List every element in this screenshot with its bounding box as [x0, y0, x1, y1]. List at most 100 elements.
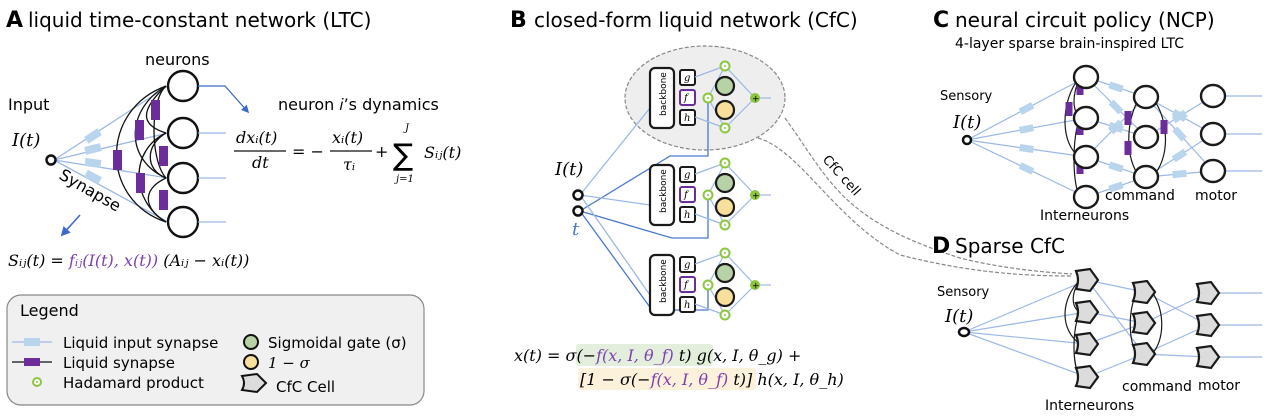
eq1-rest: g(x, I, θ_g) +	[692, 346, 802, 365]
c-input-node	[961, 134, 973, 146]
c-motor-label: motor	[1195, 188, 1237, 204]
input-synapse-icon	[12, 338, 52, 346]
eq1-t: t)	[674, 346, 692, 365]
synapse	[1172, 169, 1187, 179]
head-h-label: h	[684, 113, 690, 124]
cfc-cell-node	[1195, 280, 1221, 306]
legend-item-label: 1 − σ	[268, 354, 311, 372]
head-f-label: f	[683, 280, 690, 291]
eq-yellow-highlight	[578, 368, 756, 390]
sigmoid-gate	[714, 75, 736, 97]
neuron	[1072, 105, 1100, 131]
dynamics-label: neuron 𝑖’s dynamics	[278, 95, 439, 114]
synapse	[1108, 119, 1124, 135]
cfc-cell-node	[1074, 299, 1100, 325]
liquid-synapse	[1124, 141, 1132, 155]
legend-item-label: Sigmoidal gate (σ)	[268, 334, 407, 352]
liquid-synapse	[1124, 111, 1132, 125]
eq-rhs-denominator: τᵢ	[343, 155, 355, 174]
input-synapses	[84, 128, 102, 185]
syn-eq-right: (Aᵢⱼ − xᵢ(t))	[158, 251, 249, 270]
cfc-cell-icon	[240, 372, 268, 394]
d-input-node	[957, 326, 971, 338]
input-synapse	[1019, 144, 1034, 153]
syn-eq-left: Sᵢⱼ(t) =	[8, 251, 69, 270]
input-synapse	[1018, 124, 1035, 134]
sigmoid-gate	[714, 262, 736, 284]
sparse-cfc-network	[963, 267, 1262, 390]
synapse	[1108, 81, 1124, 93]
cell-wire	[694, 65, 756, 129]
backbone-label: backbone	[659, 169, 669, 213]
eq-sum-top: J	[403, 123, 410, 134]
liquid-synapses	[113, 100, 168, 210]
legend-item-label: Liquid input synapse	[63, 334, 218, 352]
cfc-cell-node	[1195, 312, 1221, 338]
head-f	[679, 89, 696, 106]
synapse	[1171, 148, 1188, 163]
sum-node	[750, 190, 760, 200]
eq2-f: f(x, I, θ_f)	[650, 370, 729, 389]
panel-a: A liquid time-constant network (LTC) neu…	[6, 8, 461, 270]
c-command-label: command	[1105, 188, 1175, 204]
head-f	[679, 276, 696, 293]
d-motor-label: motor	[1198, 378, 1240, 394]
syn-eq-f: fᵢⱼ(I(t), x(t))	[68, 251, 158, 270]
cfc-cell-node	[1074, 364, 1100, 390]
legend-item-label: Hadamard product	[63, 374, 204, 392]
input-wire	[963, 331, 1088, 378]
head-f	[679, 186, 696, 203]
c-sensory-label: Sensory	[940, 89, 993, 104]
cfc-cell-node	[1131, 341, 1157, 367]
cfc-cell-node	[1131, 279, 1157, 305]
recurrent-connection	[1151, 291, 1163, 355]
liquid-synapse-icon	[12, 358, 52, 366]
one-minus-sigma-icon	[243, 354, 259, 370]
legend-item-label: Liquid synapse	[63, 354, 175, 372]
input-wire	[963, 331, 1088, 345]
d-input-symbol: I(t)	[944, 306, 973, 327]
c-inter-label: Interneurons	[1040, 208, 1129, 224]
synapse	[1108, 99, 1124, 115]
panel-c-letter: C	[933, 8, 949, 33]
panel-a-title: liquid time-constant network (LTC)	[28, 8, 371, 32]
neurons-label: neurons	[145, 50, 210, 69]
cfc-cell-node	[1195, 344, 1221, 370]
head-g	[679, 256, 696, 273]
synapse	[1108, 181, 1124, 193]
neuron	[1199, 83, 1227, 109]
one-minus-sigma-gate	[714, 99, 736, 121]
input-wire	[579, 107, 651, 196]
eq1-f: f(x, I, θ_f)	[595, 346, 674, 365]
head-g-label: g	[684, 170, 690, 181]
hadamard-dot	[724, 162, 726, 164]
liquid-synapse	[1160, 120, 1168, 134]
hadamard-icon	[32, 377, 42, 387]
hadamard-dot	[707, 194, 709, 196]
b-time-node	[572, 205, 584, 217]
input-wire	[963, 311, 1088, 333]
hadamard-dot	[724, 252, 726, 254]
backbone-box	[648, 66, 676, 130]
head-h-label: h	[684, 300, 690, 311]
panel-c-subtitle: 4-layer sparse brain-inspired LTC	[955, 36, 1184, 52]
cell-wire	[694, 252, 756, 316]
hadamard-dot	[707, 284, 709, 286]
one-minus-sigma-gate	[714, 286, 736, 308]
panel-d-letter: D	[932, 234, 950, 259]
panel-c-title: neural circuit policy (NCP)	[955, 8, 1215, 32]
c-input-symbol: I(t)	[952, 112, 981, 133]
cfc-cell-label: CfC cell	[819, 153, 863, 200]
d-command-label: command	[1122, 379, 1192, 395]
neuron	[1132, 164, 1160, 190]
legend-box: Legend Liquid input synapse Liquid synap…	[6, 294, 425, 406]
eq-equals-minus: = −	[292, 142, 324, 161]
backbone-box	[648, 163, 676, 227]
hadamard-dot	[707, 97, 709, 99]
input-wire	[579, 194, 651, 206]
cfc-cell-node	[1131, 310, 1157, 336]
head-g-label: g	[684, 260, 690, 271]
hadamard-dot	[724, 65, 726, 67]
